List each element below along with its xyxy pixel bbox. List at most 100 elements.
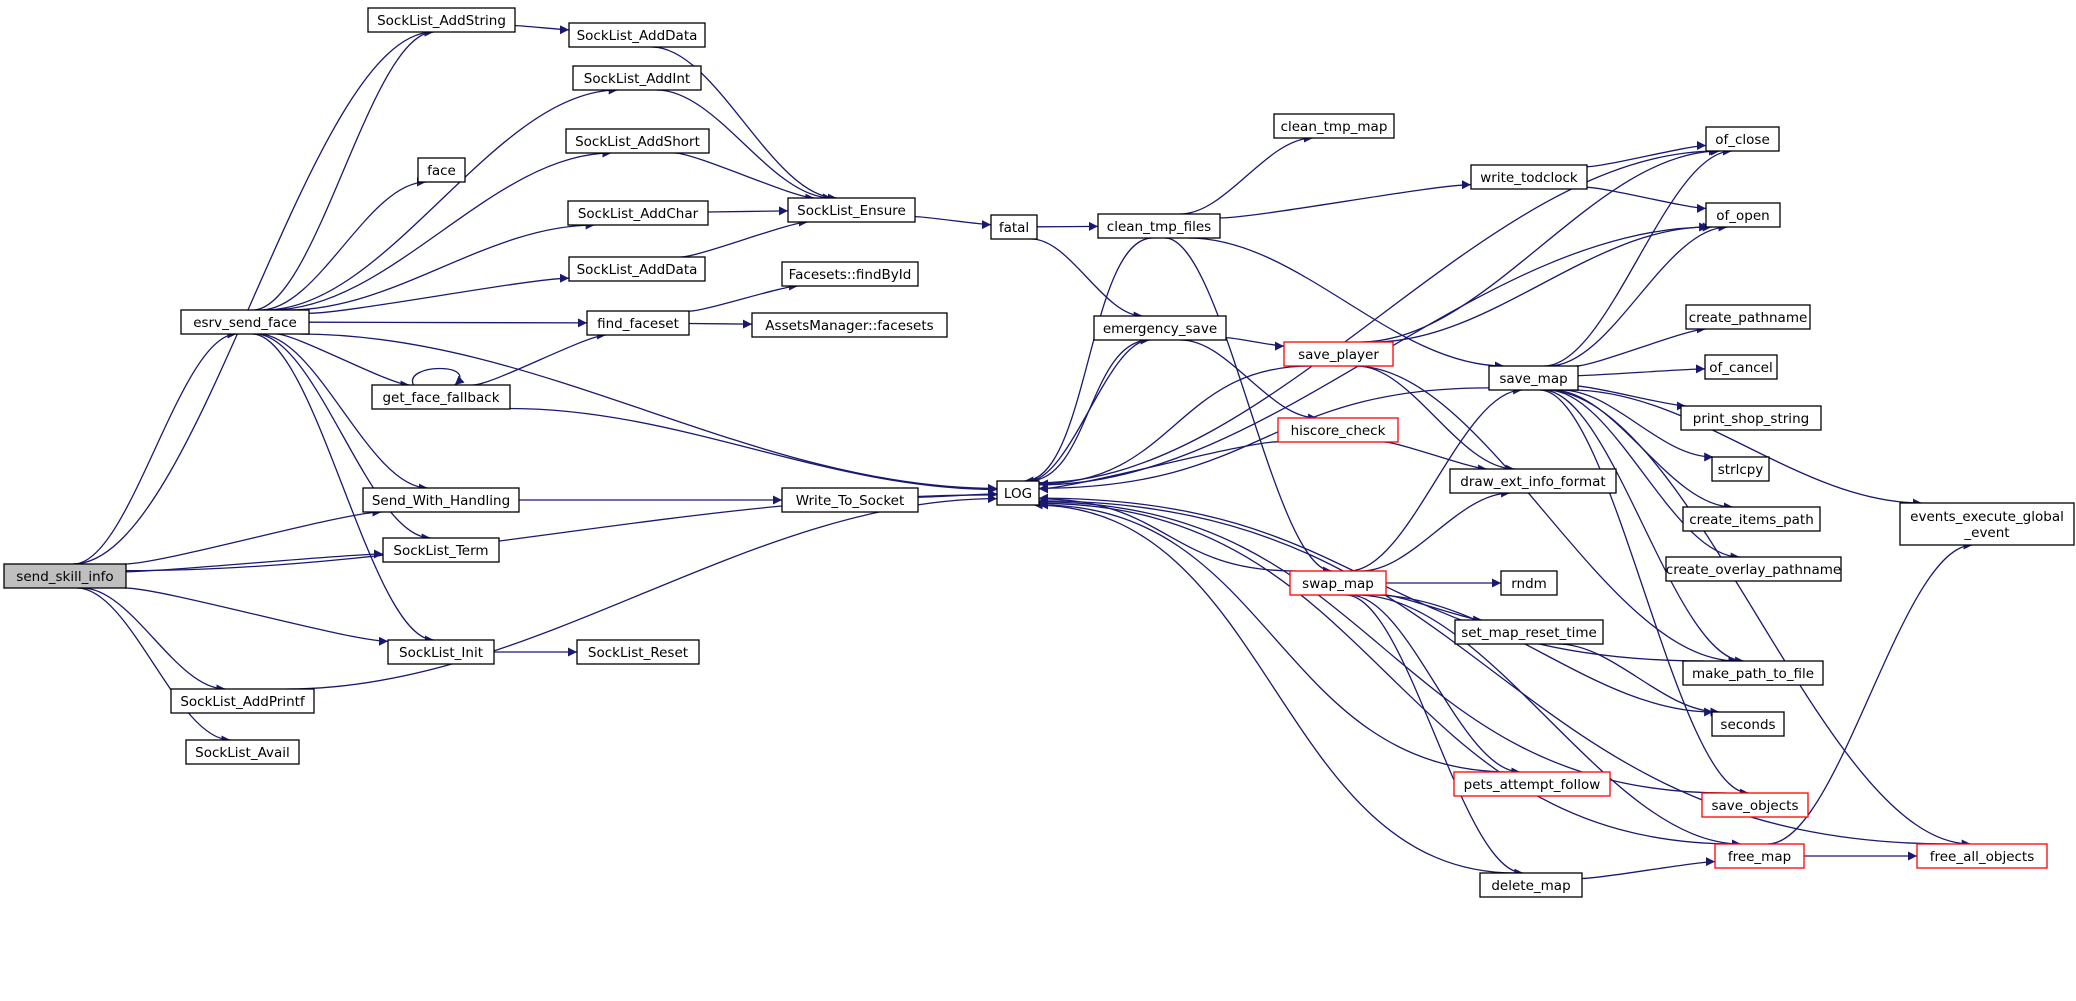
node-label: create_pathname	[1689, 310, 1808, 326]
node-create-items-path[interactable]: create_items_path	[1682, 506, 1821, 532]
node-socklist-addchar[interactable]: SockList_AddChar	[567, 200, 709, 226]
edge-write_todclock-to-of_open	[1586, 186, 1707, 213]
node-swap-map[interactable]: swap_map	[1289, 570, 1387, 596]
node-pets-attempt-follow[interactable]: pets_attempt_follow	[1453, 771, 1611, 797]
node-facesets-findbyid[interactable]: Facesets::findById	[781, 261, 919, 287]
node-write-to-socket[interactable]: Write_To_Socket	[781, 487, 919, 513]
node-fatal[interactable]: fatal	[990, 214, 1038, 240]
call-edge	[1575, 324, 1706, 367]
node-label: send_skill_info	[16, 569, 113, 585]
node-write-todclock[interactable]: write_todclock	[1470, 164, 1588, 190]
node-socklist-ensure[interactable]: SockList_Ensure	[787, 197, 916, 223]
node-box	[576, 639, 700, 665]
node-socklist-term[interactable]: SockList_Term	[382, 537, 500, 563]
edge-esrv_send_face-to-SockList_AddString	[252, 27, 434, 311]
edge-save_map-to-of_cancel	[1577, 364, 1706, 377]
node-box	[417, 157, 466, 183]
node-socklist-avail[interactable]: SockList_Avail	[185, 739, 300, 765]
node-of-open[interactable]: of_open	[1705, 202, 1781, 228]
node-label: SockList_AddInt	[584, 71, 690, 87]
node-socklist-addprintf[interactable]: SockList_AddPrintf	[170, 688, 315, 714]
node-box	[1682, 506, 1821, 532]
node-emergency-save[interactable]: emergency_save	[1093, 315, 1227, 341]
node-free-all-objects[interactable]: free_all_objects	[1916, 843, 2048, 869]
node-log[interactable]: LOG	[996, 480, 1040, 506]
node-draw-ext-info-format[interactable]: draw_ext_info_format	[1449, 468, 1617, 494]
edge-esrv_send_face-to-SockList_Term	[255, 333, 431, 543]
edge-save_map-to-save_objects	[1539, 389, 1749, 798]
call-edge	[308, 273, 570, 314]
node-box	[1680, 405, 1822, 431]
call-edge	[124, 587, 389, 646]
edge-clean_tmp_files-to-LOG	[1024, 237, 1153, 486]
node-socklist-adddata-2[interactable]: SockList_AddData	[568, 256, 706, 282]
call-edge	[1570, 389, 1922, 508]
node-box	[1273, 113, 1395, 139]
node-label: save_map	[1499, 371, 1567, 387]
node-label: strlcpy	[1718, 462, 1764, 478]
node-clean-tmp-map[interactable]: clean_tmp_map	[1273, 113, 1395, 139]
node-seconds[interactable]: seconds	[1711, 711, 1785, 737]
node-find-faceset[interactable]: find_faceset	[586, 310, 690, 336]
edge-save_map-to-free_all_objects	[1544, 389, 1971, 849]
call-edge	[1586, 141, 1707, 168]
node-socklist-addshort[interactable]: SockList_AddShort	[565, 128, 710, 154]
node-send-skill-info[interactable]: send_skill_info	[3, 563, 127, 589]
call-edge	[411, 367, 465, 386]
edge-Write_To_Socket-to-LOG	[917, 489, 998, 499]
node-hiscore-check[interactable]: hiscore_check	[1277, 417, 1399, 443]
call-edge	[674, 152, 815, 203]
node-label: hiscore_check	[1291, 423, 1386, 439]
node-send-with-handling[interactable]: Send_With_Handling	[362, 487, 520, 513]
node-socklist-addint[interactable]: SockList_AddInt	[572, 65, 702, 91]
node-delete-map[interactable]: delete_map	[1479, 872, 1583, 898]
edge-swap_map-to-seconds	[1372, 594, 1714, 717]
call-edge	[1349, 594, 1521, 777]
node-box	[572, 65, 702, 91]
call-edge	[1360, 146, 1721, 343]
node-set-map-reset-time[interactable]: set_map_reset_time	[1454, 619, 1604, 645]
edge-LOG-to-emergency_save	[1028, 335, 1150, 482]
node-strlcpy[interactable]: strlcpy	[1711, 456, 1770, 482]
node-label: save_player	[1298, 347, 1379, 363]
node-events-execute-global-event[interactable]: events_execute_global_event	[1899, 502, 2075, 546]
node-clean-tmp-files[interactable]: clean_tmp_files	[1097, 213, 1221, 239]
node-save-player[interactable]: save_player	[1283, 341, 1394, 367]
edge-save_objects-to-LOG	[1038, 497, 1727, 794]
call-edge	[73, 27, 434, 565]
node-of-cancel[interactable]: of_cancel	[1704, 354, 1778, 380]
node-esrv-send-face[interactable]: esrv_send_face	[180, 309, 310, 335]
call-edge	[1349, 385, 1523, 572]
node-get-face-fallback[interactable]: get_face_fallback	[371, 384, 511, 410]
node-face[interactable]: face	[417, 157, 466, 183]
call-edge	[1038, 441, 1279, 494]
node-socklist-addstring[interactable]: SockList_AddString	[367, 7, 516, 33]
call-edge	[124, 507, 382, 565]
edge-save_player-to-make_path_to_file	[1354, 365, 1738, 666]
node-box	[1701, 792, 1809, 818]
node-print-shop-string[interactable]: print_shop_string	[1680, 405, 1822, 431]
edge-save_map-to-of_open	[1548, 222, 1728, 367]
node-create-overlay-pathname[interactable]: create_overlay_pathname	[1665, 556, 1842, 582]
node-socklist-adddata-1[interactable]: SockList_AddData	[568, 22, 706, 48]
call-edge	[81, 587, 226, 694]
edge-send_skill_info-to-SockList_Term	[125, 549, 384, 573]
call-edge	[656, 89, 833, 203]
node-create-pathname[interactable]: create_pathname	[1685, 304, 1811, 330]
node-socklist-init[interactable]: SockList_Init	[387, 639, 495, 665]
node-label: _event	[1963, 525, 2009, 541]
node-rndm[interactable]: rndm	[1500, 570, 1558, 596]
call-edge	[914, 215, 992, 230]
node-assetsmanager-facesets[interactable]: AssetsManager::facesets	[751, 312, 948, 338]
edge-clean_tmp_files-to-save_map	[1188, 237, 1504, 371]
call-edge	[1024, 237, 1153, 486]
node-of-close[interactable]: of_close	[1705, 126, 1780, 152]
node-save-objects[interactable]: save_objects	[1701, 792, 1809, 818]
edge-fatal-to-emergency_save	[1031, 238, 1143, 321]
call-edge	[1354, 365, 1738, 666]
node-save-map[interactable]: save_map	[1488, 365, 1579, 391]
node-box	[1714, 843, 1805, 869]
node-free-map[interactable]: free_map	[1714, 843, 1805, 869]
node-make-path-to-file[interactable]: make_path_to_file	[1682, 660, 1824, 686]
node-socklist-reset[interactable]: SockList_Reset	[576, 639, 700, 665]
